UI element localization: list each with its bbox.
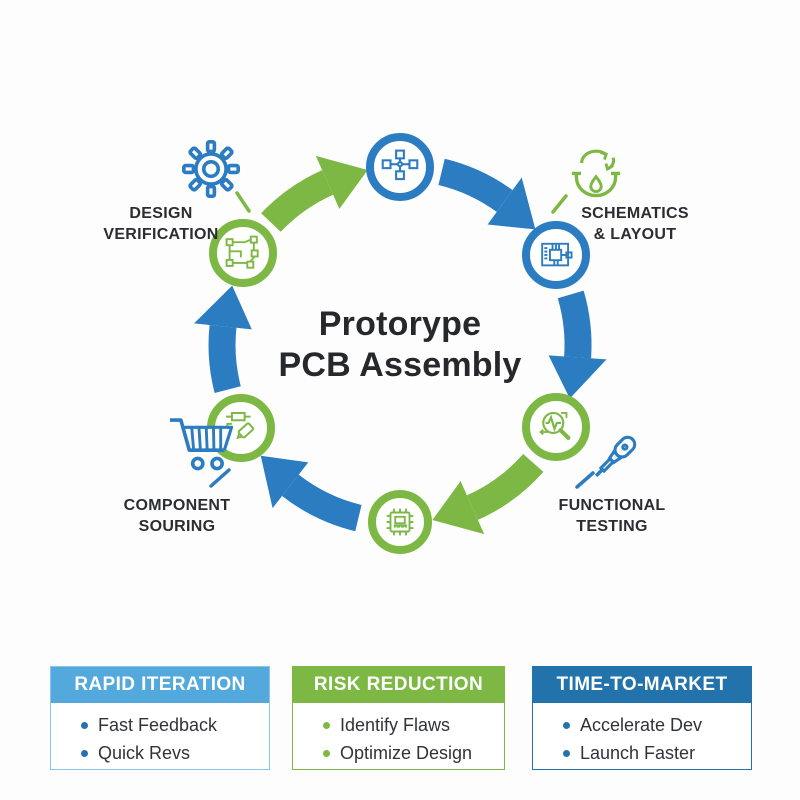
cycle-arrow-head-design-verification-to-block-diagram <box>315 155 368 209</box>
stage-label-line: SOURING <box>138 518 216 536</box>
stage-label-line: SCHEMATICS <box>581 205 689 222</box>
magnifier-waveform-icon <box>539 411 571 440</box>
gear-icon <box>182 140 240 203</box>
diagram-title-line1: Protorype <box>318 305 482 344</box>
label-connector-tick-functional-testing <box>575 471 595 489</box>
label-connector-tick-component-souring <box>209 468 231 488</box>
stage-label-line: COMPONENT <box>123 497 231 514</box>
benefit-box-rapid-iteration: RAPID ITERATION Fast Feedback Quick Revs <box>50 666 270 770</box>
screwdriver-icon <box>582 428 644 495</box>
bullet-dot <box>563 749 570 757</box>
stage-node-schematics-layout <box>522 221 590 289</box>
stage-node-pcb-assembly <box>368 490 432 554</box>
stage-label-schematics-layout: SCHEMATICS & LAYOUT <box>581 203 689 245</box>
stage-node-functional-testing <box>522 393 590 461</box>
stage-label-line: DESIGN <box>129 205 193 222</box>
cycle-arrow-pcb-assembly-to-component-souring <box>282 474 362 532</box>
cycle-arrow-functional-testing-to-pcb-assembly <box>466 453 544 520</box>
benefit-item: Fast Feedback <box>81 711 259 739</box>
bullet-dot <box>81 749 88 757</box>
stage-label-line: VERIFICATION <box>103 226 219 244</box>
stage-label-line: FUNCTIONAL <box>558 497 666 514</box>
shopping-cart-icon <box>166 408 244 483</box>
diagram-title: Protorype PCB Assembly <box>278 304 521 386</box>
benefit-item: Quick Revs <box>81 739 259 767</box>
stage-label-functional-testing: FUNCTIONAL TESTING <box>559 495 666 537</box>
pcb-schematic-icon <box>541 242 573 267</box>
stage-label-line: & LAYOUT <box>593 226 677 244</box>
block-diagram-icon <box>381 149 419 181</box>
cycle-arrow-head-schematics-layout-to-functional-testing <box>548 355 607 399</box>
benefit-box-risk-reduction: RISK REDUCTION Identify Flaws Optimize D… <box>292 666 505 770</box>
cycle-arrow-component-souring-to-design-verification <box>208 324 241 393</box>
cycle-arrow-head-component-souring-to-design-verification <box>194 285 252 330</box>
cycle-arrow-design-verification-to-block-diagram <box>261 170 334 233</box>
label-connector-tick-schematics-layout <box>551 194 568 214</box>
bullet-dot <box>81 721 88 729</box>
chip-icon <box>386 508 414 536</box>
benefit-item: Identify Flaws <box>323 711 494 739</box>
stage-node-block-diagram <box>366 133 434 201</box>
recycle-droplet-icon <box>564 146 628 211</box>
benefit-box-header: RISK REDUCTION <box>293 667 504 703</box>
cycle-arrow-block-diagram-to-schematics-layout <box>438 158 513 213</box>
stage-label-component-souring: COMPONENT SOURING <box>124 495 231 537</box>
cycle-arrow-head-functional-testing-to-pcb-assembly <box>432 481 485 535</box>
benefit-item: Optimize Design <box>323 739 494 767</box>
stage-label-design-verification: DESIGN VERIFICATION <box>103 203 218 245</box>
benefit-item: Launch Faster <box>563 739 741 767</box>
components-glue-icon <box>224 412 255 440</box>
stage-node-design-verification <box>209 219 277 287</box>
benefit-box-header: TIME-TO-MARKET <box>533 667 751 703</box>
benefit-box-time-to-market: TIME-TO-MARKET Accelerate Dev Launch Fas… <box>532 666 752 770</box>
benefit-item-text: Identify Flaws <box>340 715 451 735</box>
stage-label-line: TESTING <box>576 518 648 536</box>
benefit-item-text: Accelerate Dev <box>580 715 703 735</box>
bullet-dot <box>323 721 330 729</box>
net-nodes-icon <box>225 235 259 269</box>
cycle-arrow-schematics-layout-to-functional-testing <box>557 290 592 359</box>
benefit-item: Accelerate Dev <box>563 711 741 739</box>
benefit-item-text: Quick Revs <box>98 743 191 763</box>
diagram-title-line2: PCB Assembly <box>278 346 522 384</box>
benefit-item-text: Optimize Design <box>340 743 473 763</box>
cycle-arrow-head-pcb-assembly-to-component-souring <box>260 455 309 509</box>
bullet-dot <box>563 721 570 729</box>
benefit-item-text: Launch Faster <box>580 743 696 763</box>
label-connector-tick-design-verification <box>235 191 251 213</box>
benefit-box-header: RAPID ITERATION <box>51 667 269 703</box>
benefit-item-text: Fast Feedback <box>98 715 218 735</box>
cycle-arrow-head-block-diagram-to-schematics-layout <box>487 177 536 230</box>
bullet-dot <box>323 749 330 757</box>
